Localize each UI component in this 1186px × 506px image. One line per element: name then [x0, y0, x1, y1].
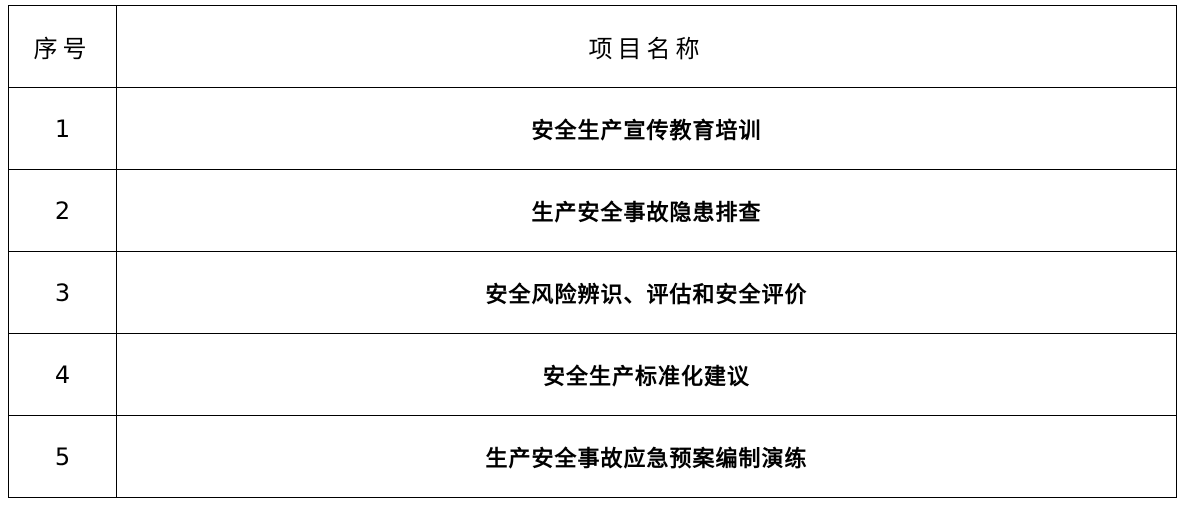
row-number: 4	[8, 333, 117, 416]
row-number: 5	[8, 415, 117, 498]
header-project-name: 项目名称	[116, 5, 1177, 88]
row-project-name: 生产安全事故应急预案编制演练	[116, 415, 1177, 498]
table-row: 2 生产安全事故隐患排查	[8, 169, 1177, 252]
row-number: 1	[8, 87, 117, 170]
table-row: 4 安全生产标准化建议	[8, 333, 1177, 416]
row-project-name: 安全风险辨识、评估和安全评价	[116, 251, 1177, 334]
table-row: 1 安全生产宣传教育培训	[8, 87, 1177, 170]
project-table-container: 序号 项目名称 1 安全生产宣传教育培训 2 生产安全事故隐患排查 3 安全风险…	[8, 5, 1177, 498]
row-project-name: 安全生产标准化建议	[116, 333, 1177, 416]
table-row: 3 安全风险辨识、评估和安全评价	[8, 251, 1177, 334]
row-number: 3	[8, 251, 117, 334]
table-header-row: 序号 项目名称	[8, 5, 1177, 88]
row-project-name: 生产安全事故隐患排查	[116, 169, 1177, 252]
row-project-name: 安全生产宣传教育培训	[116, 87, 1177, 170]
table-row: 5 生产安全事故应急预案编制演练	[8, 415, 1177, 498]
project-table: 序号 项目名称 1 安全生产宣传教育培训 2 生产安全事故隐患排查 3 安全风险…	[8, 5, 1177, 498]
row-number: 2	[8, 169, 117, 252]
header-number: 序号	[8, 5, 117, 88]
